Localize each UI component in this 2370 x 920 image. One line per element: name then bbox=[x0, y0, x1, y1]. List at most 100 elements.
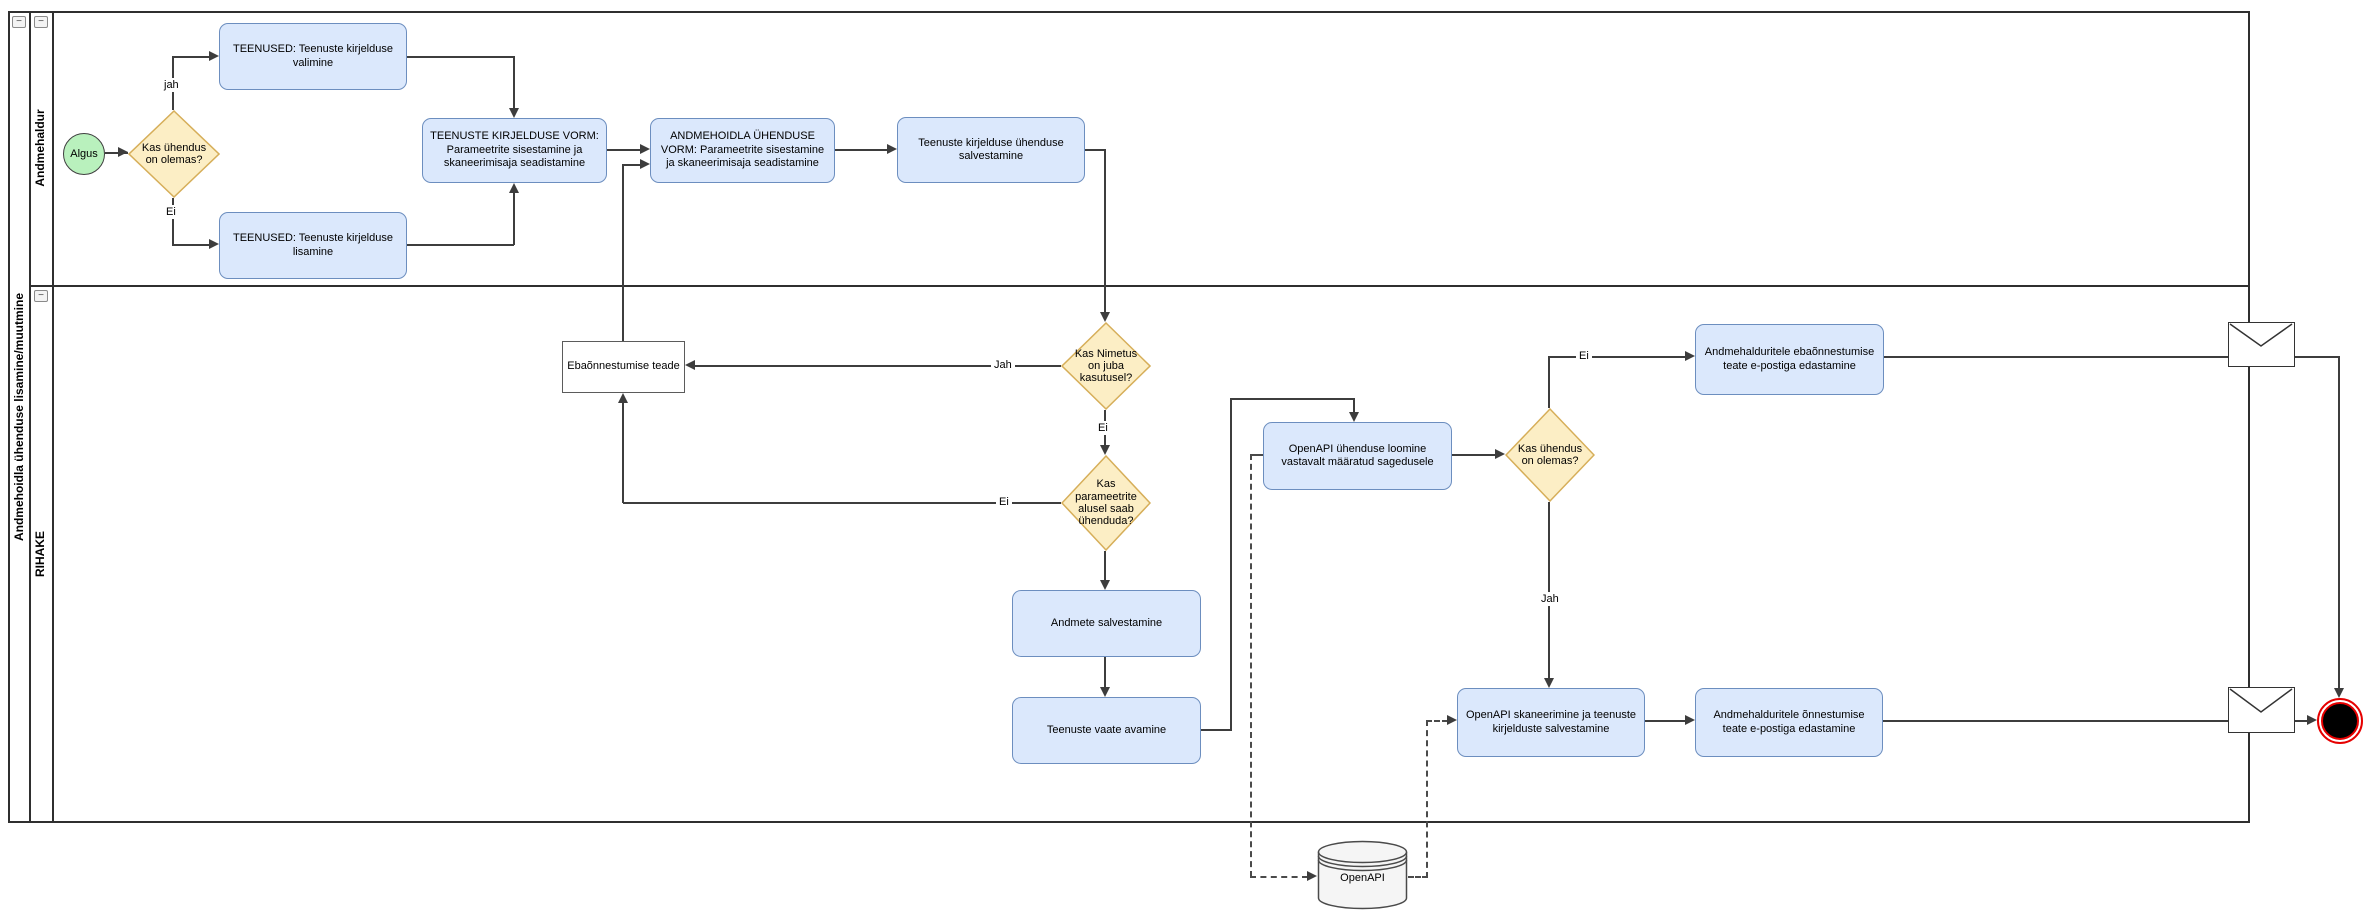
arrowhead bbox=[118, 147, 128, 157]
arrowhead bbox=[1349, 412, 1359, 422]
lane2-collapse-button[interactable]: − bbox=[34, 290, 48, 302]
flow-skaneerimine-onn bbox=[1645, 720, 1686, 722]
arrowhead bbox=[2307, 715, 2317, 725]
task-teenuste-vaate-avamine[interactable]: Teenuste vaate avamine bbox=[1012, 697, 1201, 764]
arrowhead bbox=[685, 360, 695, 370]
arrowhead bbox=[1495, 449, 1505, 459]
flow-vaade-loomine bbox=[1230, 398, 1355, 400]
flow-lisamine-vorm bbox=[513, 192, 515, 245]
gateway-uhendus-olemas-2[interactable]: Kas ühendus on olemas? bbox=[1505, 408, 1595, 502]
flow-andmete-vaade bbox=[1104, 657, 1106, 688]
flow-ebaonn-end bbox=[2338, 356, 2340, 689]
datastore-openapi[interactable]: OpenAPI bbox=[1317, 840, 1408, 910]
pool-title: Andmehoidla ühenduse lisamine/muutmine bbox=[12, 292, 26, 542]
pool-label-separator bbox=[29, 11, 31, 823]
arrowhead bbox=[509, 183, 519, 193]
arrowhead bbox=[2334, 688, 2344, 698]
flow-valimine-vorm bbox=[407, 56, 514, 58]
task-andmete-salvestamine[interactable]: Andmete salvestamine bbox=[1012, 590, 1201, 657]
flow-vaade-loomine bbox=[1201, 729, 1232, 731]
task-openapi-uhenduse-loomine[interactable]: OpenAPI ühenduse loomine vastavalt määra… bbox=[1263, 422, 1452, 490]
start-event-label: Algus bbox=[70, 148, 98, 160]
task-uhenduse-salvestamine[interactable]: Teenuste kirjelduse ühenduse salvestamin… bbox=[897, 117, 1085, 183]
arrowhead bbox=[209, 51, 219, 61]
task-teenused-valimine[interactable]: TEENUSED: Teenuste kirjelduse valimine bbox=[219, 23, 407, 90]
flow-onn-end bbox=[1883, 720, 2308, 722]
flow-gw4-skaneerimine bbox=[1548, 502, 1550, 679]
task-teenuste-kirjelduse-vorm[interactable]: TEENUSTE KIRJELDUSE VORM: Parameetrite s… bbox=[422, 118, 607, 183]
edge-label-jah: Jah bbox=[1538, 592, 1562, 606]
task-label: Teenuste vaate avamine bbox=[1046, 723, 1167, 736]
dataflow-loomine-openapi bbox=[1250, 876, 1308, 878]
task-teenused-lisamine[interactable]: TEENUSED: Teenuste kirjelduse lisamine bbox=[219, 212, 407, 279]
gateway-uhendus-olemas-1[interactable]: Kas ühendus on olemas? bbox=[128, 110, 220, 198]
end-event[interactable] bbox=[2317, 698, 2363, 744]
task-label: Teenuste kirjelduse ühenduse salvestamin… bbox=[918, 136, 1064, 162]
flow-gw3-andmete bbox=[1104, 551, 1106, 581]
edge-label-ei: Ei bbox=[1576, 349, 1592, 363]
cylinder-icon bbox=[1317, 840, 1408, 910]
edge-label-jah: Jah bbox=[991, 358, 1015, 372]
flow-lisamine-vorm bbox=[407, 244, 514, 246]
task-andmehoidla-uhenduse-vorm[interactable]: ANDMEHOIDLA ÜHENDUSE VORM: Parameetrite … bbox=[650, 118, 835, 183]
box-label: Ebaõnnestumise teade bbox=[567, 360, 680, 373]
arrowhead bbox=[640, 144, 650, 154]
lane1-collapse-button[interactable]: − bbox=[34, 16, 48, 28]
lane-label-separator bbox=[52, 11, 54, 823]
flow-start-gw1 bbox=[105, 152, 128, 154]
edge-label-ei: Ei bbox=[163, 205, 179, 219]
flow-ebaonn-end bbox=[1884, 356, 2340, 358]
diamond-shape bbox=[128, 110, 220, 198]
start-event[interactable]: Algus bbox=[63, 133, 105, 175]
arrowhead bbox=[1447, 715, 1457, 725]
box-ebaonnestumise-teade[interactable]: Ebaõnnestumise teade bbox=[562, 341, 685, 393]
task-label: TEENUSED: Teenuste kirjelduse valimine bbox=[233, 43, 393, 69]
task-label: Andmehalduritele õnnestumise teate e-pos… bbox=[1713, 709, 1865, 735]
arrowhead bbox=[887, 144, 897, 154]
edge-label-ei: Ei bbox=[996, 495, 1012, 509]
envelope-flap bbox=[2229, 323, 2293, 347]
task-ebaonnestumise-epost[interactable]: Andmehalduritele ebaõnnestumise teate e-… bbox=[1695, 324, 1884, 395]
message-event-envelope-icon[interactable] bbox=[2228, 687, 2295, 733]
arrowhead bbox=[618, 393, 628, 403]
pool-collapse-button[interactable]: − bbox=[12, 16, 26, 28]
gateway-label: Kas Nimetus on juba kasutusel? bbox=[1074, 347, 1138, 385]
gateway-nimetus-kasutusel[interactable]: Kas Nimetus on juba kasutusel? bbox=[1061, 322, 1151, 410]
flow-gw1-lisamine bbox=[172, 244, 210, 246]
flow-vaade-loomine bbox=[1353, 398, 1355, 413]
datastore-label: OpenAPI bbox=[1340, 872, 1385, 884]
task-onnestumise-epost[interactable]: Andmehalduritele õnnestumise teate e-pos… bbox=[1695, 688, 1883, 757]
task-label: OpenAPI skaneerimine ja teenuste kirjeld… bbox=[1466, 709, 1636, 735]
arrowhead bbox=[1685, 351, 1695, 361]
flow-vaade-loomine bbox=[1230, 399, 1232, 731]
dataflow-loomine-openapi bbox=[1250, 454, 1252, 877]
flow-gw4-ebaonn bbox=[1548, 356, 1686, 358]
gateway-parameetrite-uhenduda[interactable]: Kas parameetrite alusel saab ühenduda? bbox=[1061, 455, 1151, 551]
flow-teade-andmehoidla bbox=[622, 165, 624, 341]
diamond-shape bbox=[1505, 408, 1595, 502]
edge-label-ei: Ei bbox=[1095, 421, 1111, 435]
end-event-core bbox=[2321, 702, 2359, 740]
arrowhead bbox=[209, 239, 219, 249]
task-label: Andmete salvestamine bbox=[1050, 616, 1163, 629]
task-label: OpenAPI ühenduse loomine vastavalt määra… bbox=[1281, 442, 1434, 468]
lane-label-rihake: RIHAKE bbox=[33, 531, 47, 578]
flow-gw2-teade bbox=[694, 365, 1061, 367]
task-label: Andmehalduritele ebaõnnestumise teate e-… bbox=[1704, 346, 1875, 372]
task-openapi-skaneerimine[interactable]: OpenAPI skaneerimine ja teenuste kirjeld… bbox=[1457, 688, 1645, 757]
diamond-shape bbox=[1061, 322, 1151, 410]
gateway-label: Kas ühendus on olemas? bbox=[141, 141, 207, 166]
gateway-label: Kas ühendus on olemas? bbox=[1517, 442, 1583, 467]
gateway-label: Kas parameetrite alusel saab ühenduda? bbox=[1075, 478, 1137, 528]
flow-andmehoidla-salvestamine bbox=[835, 149, 888, 151]
envelope-flap bbox=[2229, 688, 2293, 713]
arrowhead bbox=[640, 159, 650, 169]
dataflow-openapi-skaneerimine bbox=[1426, 720, 1428, 878]
flow-gw1-lisamine bbox=[172, 198, 174, 245]
flow-gw4-ebaonn bbox=[1548, 357, 1550, 408]
flow-vorm-andmehoidla bbox=[607, 149, 641, 151]
arrowhead bbox=[1100, 687, 1110, 697]
lane-divider bbox=[29, 285, 2250, 287]
message-event-envelope-icon[interactable] bbox=[2228, 322, 2295, 367]
